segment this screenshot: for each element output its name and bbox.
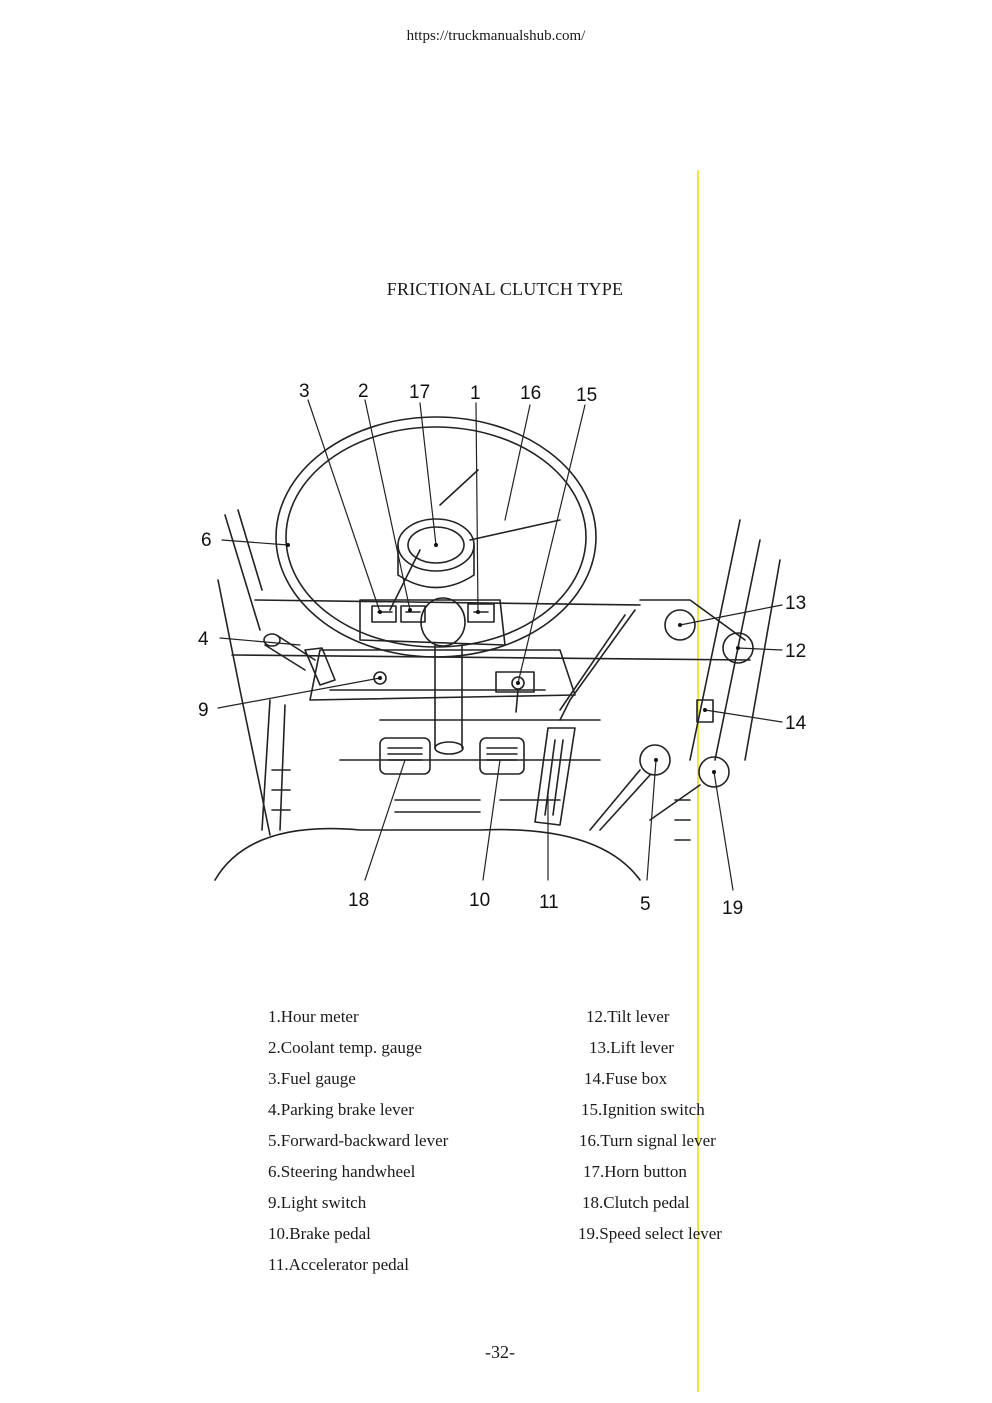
callout-5: 5 bbox=[640, 894, 651, 915]
page-number: -32- bbox=[485, 1342, 515, 1362]
clutch-pedal bbox=[379, 737, 431, 775]
legend-item: 13.Lift lever bbox=[589, 1038, 674, 1057]
legend-item: 14.Fuse box bbox=[584, 1069, 668, 1088]
legend-item: 5.Forward-backward lever bbox=[268, 1131, 449, 1150]
highlight-line bbox=[697, 170, 699, 1392]
horn-hub bbox=[397, 518, 475, 647]
legend-item: 9.Light switch bbox=[268, 1193, 367, 1212]
legend-item: 17.Horn button bbox=[583, 1162, 687, 1181]
callout-17: 17 bbox=[409, 382, 430, 403]
legend-item: 19.Speed select lever bbox=[578, 1224, 722, 1243]
page-title: FRICTIONAL CLUTCH TYPE bbox=[386, 279, 624, 299]
steering-column bbox=[434, 644, 464, 755]
callout-14: 14 bbox=[785, 713, 807, 734]
callout-6: 6 bbox=[201, 530, 212, 551]
operator-controls-diagram: 3 2 17 1 16 15 6 4 9 13 12 14 18 10 11 5… bbox=[198, 381, 807, 919]
callout-4: 4 bbox=[198, 629, 209, 650]
instrument-panel bbox=[359, 599, 506, 646]
legend-item: 3.Fuel gauge bbox=[268, 1069, 356, 1088]
legend-item: 18.Clutch pedal bbox=[582, 1193, 690, 1212]
parking-brake-lever bbox=[263, 633, 336, 686]
callout-2: 2 bbox=[358, 381, 369, 402]
callout-11: 11 bbox=[539, 892, 559, 913]
light-switch bbox=[373, 671, 387, 685]
callout-19: 19 bbox=[722, 898, 743, 919]
floor bbox=[214, 699, 641, 881]
legend-item: 16.Turn signal lever bbox=[579, 1131, 716, 1150]
legend-item: 10.Brake pedal bbox=[268, 1224, 371, 1243]
callout-18: 18 bbox=[348, 890, 369, 911]
accelerator-pedal bbox=[534, 727, 576, 826]
ignition-switch-body bbox=[495, 671, 535, 713]
source-url[interactable]: https://truckmanualshub.com/ bbox=[406, 28, 586, 44]
leader-lines bbox=[217, 399, 783, 891]
legend-left-column: 1.Hour meter 2.Coolant temp. gauge 3.Fue… bbox=[268, 1001, 448, 1280]
callout-13: 13 bbox=[785, 593, 806, 614]
callout-9: 9 bbox=[198, 700, 209, 721]
steering-wheel bbox=[275, 416, 597, 658]
fwd-back-and-speed-levers bbox=[589, 744, 730, 841]
legend-item: 6.Steering handwheel bbox=[268, 1162, 416, 1181]
callout-12: 12 bbox=[785, 641, 806, 662]
legend-item: 2.Coolant temp. gauge bbox=[268, 1038, 422, 1057]
legend-right-column: 12.Tilt lever 13.Lift lever 14.Fuse box … bbox=[578, 1001, 722, 1249]
legend-item: 4.Parking brake lever bbox=[268, 1100, 414, 1119]
callout-16: 16 bbox=[520, 383, 541, 404]
brake-pedal bbox=[479, 737, 525, 775]
left-pillar bbox=[217, 509, 271, 836]
callout-1: 1 bbox=[470, 383, 481, 404]
legend-item: 15.Ignition switch bbox=[581, 1100, 705, 1119]
legend-item: 1.Hour meter bbox=[268, 1007, 359, 1026]
legend-item: 12.Tilt lever bbox=[586, 1007, 670, 1026]
callout-15: 15 bbox=[576, 385, 597, 406]
legend-item: 11.Accelerator pedal bbox=[268, 1255, 409, 1274]
lift-tilt-levers bbox=[559, 519, 781, 761]
dashboard bbox=[231, 599, 751, 721]
callout-10: 10 bbox=[469, 890, 490, 911]
callout-3: 3 bbox=[299, 381, 310, 402]
